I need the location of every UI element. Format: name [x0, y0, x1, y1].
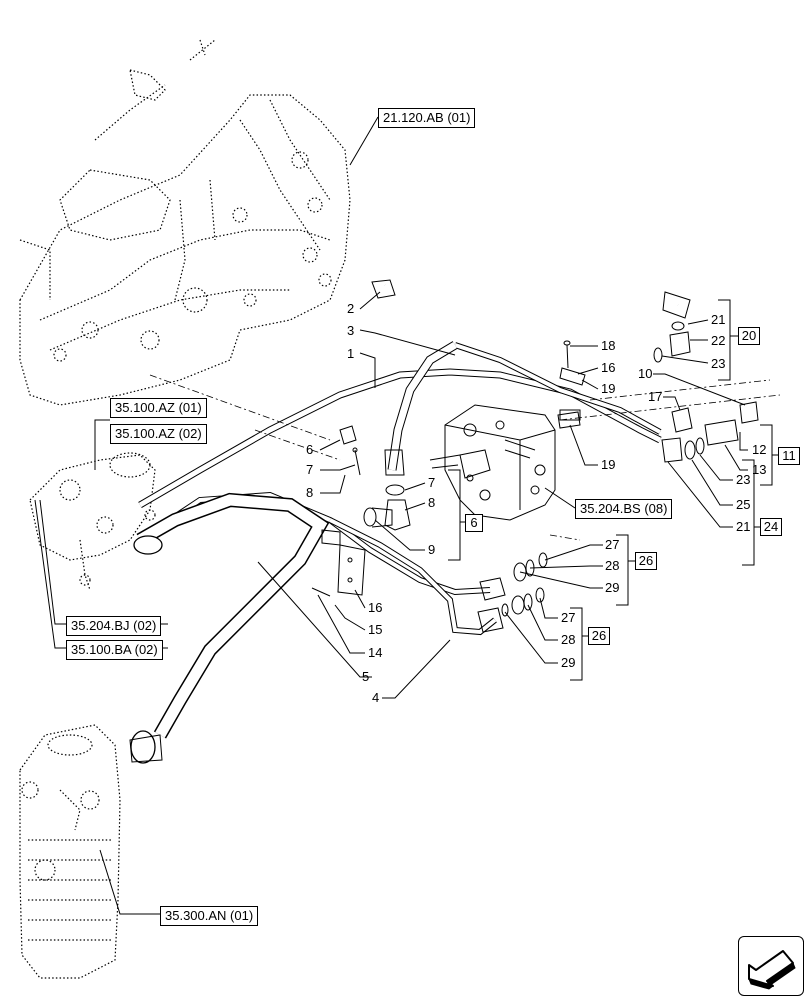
ref-box-35-100-ba-02[interactable]: 35.100.BA (02) — [66, 640, 163, 660]
previous-page-button[interactable] — [738, 936, 804, 996]
callout-18: 18 — [601, 338, 615, 353]
callout-28: 28 — [605, 558, 619, 573]
kit-box-24: 24 — [760, 518, 782, 536]
ref-box-35-204-bs-08[interactable]: 35.204.BS (08) — [575, 499, 673, 519]
callout-21: 21 — [711, 312, 725, 327]
callout-17: 17 — [648, 389, 662, 404]
callout-16: 16 — [601, 360, 615, 375]
hoses — [129, 279, 759, 764]
callout-7: 7 — [306, 462, 313, 477]
callout-23: 23 — [711, 356, 725, 371]
callout-4: 4 — [372, 690, 379, 705]
callout-27: 27 — [605, 537, 619, 552]
callout-12: 12 — [752, 442, 766, 457]
callout-15: 15 — [368, 622, 382, 637]
callout-22: 22 — [711, 333, 725, 348]
callout-13: 13 — [752, 462, 766, 477]
transmission-housing — [19, 39, 351, 406]
callout-7: 7 — [428, 475, 435, 490]
valve-block — [429, 404, 581, 521]
callout-8: 8 — [306, 485, 313, 500]
callout-3: 3 — [347, 323, 354, 338]
callout-14: 14 — [368, 645, 382, 660]
callout-16: 16 — [368, 600, 382, 615]
ref-box-35-300-an-01[interactable]: 35.300.AN (01) — [160, 906, 259, 926]
kit-box-20: 20 — [738, 327, 760, 345]
callout-29: 29 — [561, 655, 575, 670]
callout-6: 6 — [306, 442, 313, 457]
callout-9: 9 — [428, 542, 435, 557]
callout-25: 25 — [736, 497, 750, 512]
ref-box-21-120-ab[interactable]: 21.120.AB (01) — [378, 108, 476, 128]
arrow-down-left-icon — [748, 950, 796, 990]
callout-19: 19 — [601, 381, 615, 396]
callout-21: 21 — [736, 519, 750, 534]
kit-box-26: 26 — [635, 552, 657, 570]
callout-8: 8 — [428, 495, 435, 510]
pump-assembly — [29, 452, 156, 591]
callout-10: 10 — [638, 366, 652, 381]
kit-box-26: 26 — [588, 627, 610, 645]
callout-2: 2 — [347, 301, 354, 316]
callout-1: 1 — [347, 346, 354, 361]
callout-numbers: 2 3 1 18 16 19 21 22 23 10 17 12 13 19 2… — [306, 301, 766, 705]
callout-28: 28 — [561, 632, 575, 647]
callout-23: 23 — [736, 472, 750, 487]
callout-27: 27 — [561, 610, 575, 625]
ref-box-35-100-az-01[interactable]: 35.100.AZ (01) — [110, 398, 207, 418]
ref-box-35-100-az-02[interactable]: 35.100.AZ (02) — [110, 424, 207, 444]
centre-lines — [149, 374, 781, 541]
kit-box-6: 6 — [465, 514, 483, 532]
callout-19: 19 — [601, 457, 615, 472]
ref-box-35-204-bj-02[interactable]: 35.204.BJ (02) — [66, 616, 162, 636]
kit-box-11: 11 — [778, 447, 800, 465]
filter-housing — [19, 724, 121, 979]
callout-29: 29 — [605, 580, 619, 595]
callout-5: 5 — [362, 669, 369, 684]
